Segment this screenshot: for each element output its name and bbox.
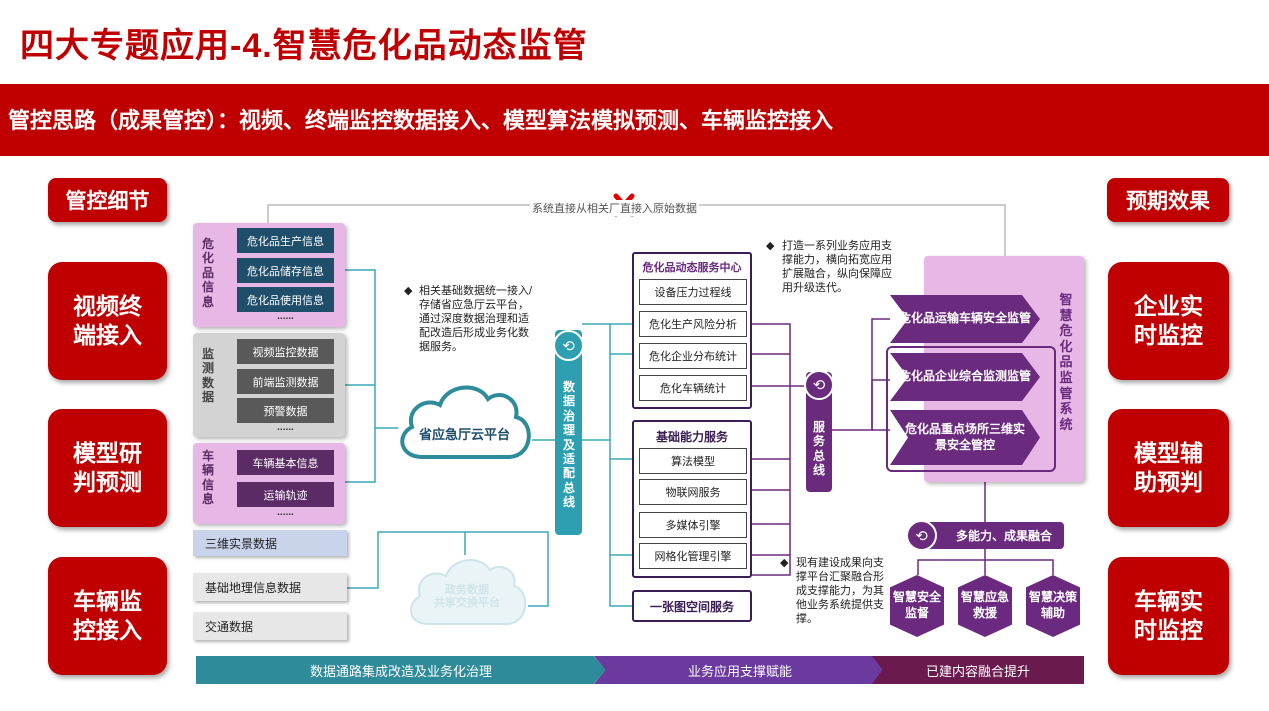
banner [0,84,1269,156]
bottom-segment-data: 数据通路集成改造及业务化治理 [196,656,606,684]
group-vehicle-label: 车辆信息 [201,449,214,507]
traffic-data: 交通数据 [193,612,347,640]
chevron-enterprise: 危化品企业综合监测监管 [890,353,1040,401]
map-service: 一张图空间服务 [632,590,752,622]
fusion-icon: ⟲ [906,520,937,551]
cloud-sub: 政务数据 共享交换平台 [402,584,532,610]
monitor-item: 预警数据 [237,398,334,423]
service-center-item: 危化企业分布统计 [639,343,747,369]
group-monitor-label: 监测数据 [201,347,214,405]
cloud-sub-line: 政务数据 [445,584,489,596]
right-item-model: 模型辅助预判 [1108,409,1229,527]
data-bus [555,330,582,535]
basic-capability-item: 多媒体引擎 [639,512,747,538]
fusion-bar: 多能力、成果融合 [920,522,1064,549]
cloud-icon [400,385,531,459]
cloud-faded-icon [410,558,527,625]
note-bullet-icon: ◆ [766,240,775,252]
vehicle-more: ...... [277,507,294,518]
vehicle-item: 车辆基本信息 [237,450,334,475]
group-vehicle: 车辆信息 车辆基本信息 运输轨迹 ...... [193,443,345,524]
basic-capability-panel: 基础能力服务 算法模型 物联网服务 多媒体引擎 网格化管理引擎 [632,420,752,578]
hazmat-more: ...... [277,311,294,322]
geo-data: 基础地理信息数据 [193,573,347,601]
monitor-item: 视频监控数据 [237,339,334,364]
monitor-more: ...... [277,422,294,433]
hex-safety: 智慧安全监督 [890,575,944,637]
threed-data: 三维实景数据 [193,530,347,556]
left-item-video: 视频终端接入 [48,262,167,380]
chevron-3d: 危化品重点场所三维实景安全管控 [890,410,1040,465]
monitor-item: 前端监测数据 [237,369,334,394]
right-header: 预期效果 [1107,178,1229,222]
group-hazmat-label: 危化品信息 [201,237,214,309]
hex-decision: 智慧决策辅助 [1026,575,1080,637]
vehicle-item: 运输轨迹 [237,482,334,507]
left-header: 管控细节 [48,178,167,222]
basic-capability-item: 网格化管理引擎 [639,543,747,569]
left-item-model: 模型研判预测 [48,409,167,527]
chevron-transport: 危化品运输车辆安全监管 [890,295,1040,343]
note-bottom-right: 现有建设成果向支撑平台汇聚融合形成支撑能力，为其他业务系统提供支撑。 [796,557,884,625]
basic-capability-item: 算法模型 [639,448,747,474]
service-bus-label: 服务总线 [812,420,825,478]
basic-capability-title: 基础能力服务 [655,430,728,444]
right-item-vehicle: 车辆实时监控 [1108,557,1229,675]
note-top-right: 打造一系列业务应用支撑能力，横向拓宽应用扩展融合，纵向保障应用升级迭代。 [782,240,892,294]
page-title: 四大专题应用-4.智慧危化品动态监管 [20,27,588,65]
hazmat-item: 危化品生产信息 [237,228,334,253]
data-bus-label: 数据治理及适配总线 [562,380,575,510]
smart-system-inner-frame [886,346,1056,472]
note-bullet-icon: ◆ [780,557,789,569]
group-monitor: 监测数据 视频监控数据 前端监测数据 预警数据 ...... [193,333,345,437]
right-item-enterprise: 企业实时监控 [1108,262,1229,380]
hazmat-item: 危化品使用信息 [237,287,334,312]
smart-system-label: 智慧危化品监管系统 [1059,292,1073,432]
banner-text: 管控思路（成果管控）：视频、终端监控数据接入、模型算法模拟预测、车辆监控接入 [8,108,834,133]
left-item-vehicle: 车辆监控接入 [48,557,167,675]
note-middle: 相关基础数据统一接入/存储省应急厅云平台，通过深度数据治理和适配改造后形成业务化… [419,285,533,353]
service-center-title: 危化品动态服务中心 [642,262,742,274]
hex-rescue: 智慧应急救援 [958,575,1012,637]
cloud-main-label: 省应急厅云平台 [418,427,510,442]
note-bullet-icon: ◆ [404,285,413,297]
service-center-item: 危化生产风险分析 [639,311,747,337]
data-bus-icon: ⟲ [553,330,584,361]
bottom-segment-support: 业务应用支撑赋能 [594,656,886,684]
basic-capability-item: 物联网服务 [639,479,747,505]
bottom-segment-fusion: 已建内容融合提升 [872,656,1084,684]
hazmat-item: 危化品储存信息 [237,258,334,283]
service-bus-icon: ⟲ [804,370,834,400]
service-center-item: 危化车辆统计 [639,375,747,401]
service-center-panel: 危化品动态服务中心 设备压力过程线 危化生产风险分析 危化企业分布统计 危化车辆… [632,252,752,409]
group-hazmat: 危化品信息 危化品生产信息 危化品储存信息 危化品使用信息 ...... [193,223,345,327]
cloud-sub-line: 共享交换平台 [434,597,500,609]
service-center-item: 设备压力过程线 [639,279,747,305]
top-line-label: 系统直接从相关厂直接入原始数据 [530,200,699,216]
